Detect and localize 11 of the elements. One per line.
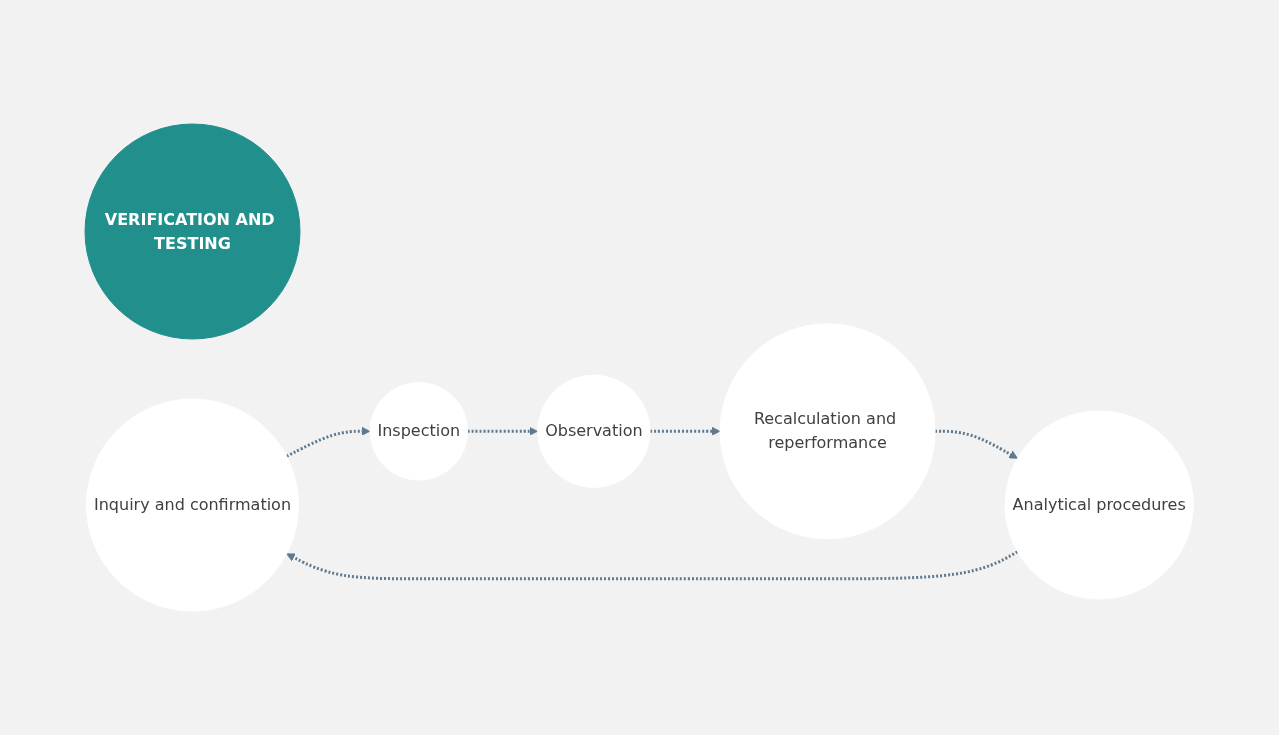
node-circle: Analytical procedures — [1004, 410, 1195, 600]
arrow — [468, 426, 539, 436]
arrow — [286, 426, 371, 458]
arrow — [286, 550, 1019, 581]
node-circle: Observation — [537, 374, 651, 488]
node-circle: Inspection — [369, 381, 469, 481]
arrow — [650, 426, 721, 436]
node-circle: Recalculation and reperformance — [719, 323, 936, 540]
node-circle: Inquiry and confirmation — [86, 398, 300, 612]
node-circle: VERIFICATION AND TESTING — [84, 123, 301, 340]
arrow — [935, 429, 1019, 459]
